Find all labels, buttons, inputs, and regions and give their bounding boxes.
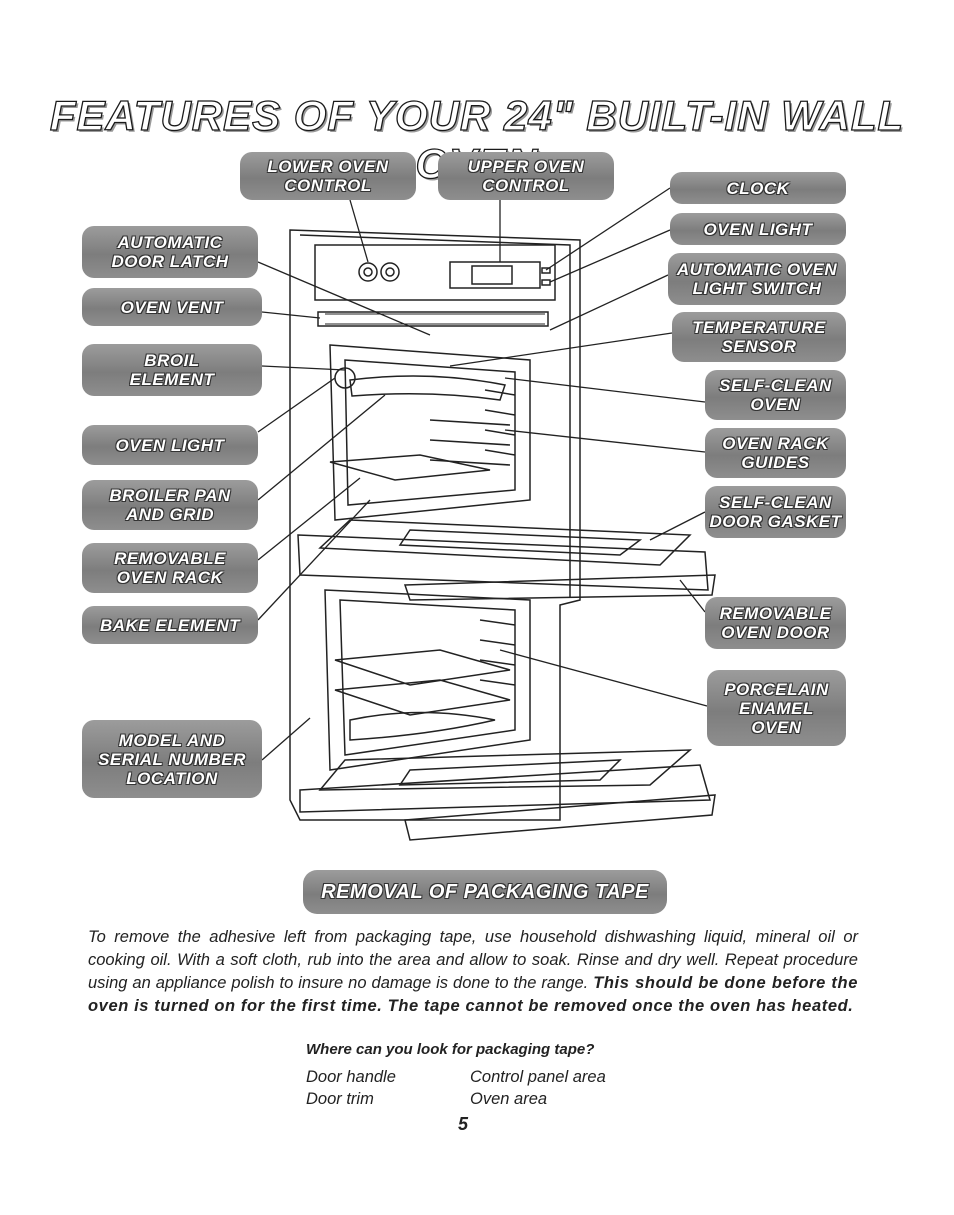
label-oven-rack-guides: OVEN RACK GUIDES xyxy=(705,428,846,478)
label-removable-oven-rack: REMOVABLE OVEN RACK xyxy=(82,543,258,593)
label-automatic-door-latch: AUTOMATIC DOOR LATCH xyxy=(82,226,258,278)
packaging-tape-paragraph: To remove the adhesive left from packagi… xyxy=(88,926,858,1018)
page-number: 5 xyxy=(458,1114,468,1135)
label-oven-vent: OVEN VENT xyxy=(82,288,262,326)
label-removable-oven-door: REMOVABLE OVEN DOOR xyxy=(705,597,846,649)
label-model-and-serial-number-location: MODEL AND SERIAL NUMBER LOCATION xyxy=(82,720,262,798)
packaging-tape-question: Where can you look for packaging tape? xyxy=(306,1041,594,1058)
label-broil-element: BROIL ELEMENT xyxy=(82,344,262,396)
label-automatic-oven-light-switch: AUTOMATIC OVEN LIGHT SWITCH xyxy=(668,253,846,305)
label-lower-oven-control: LOWER OVEN CONTROL xyxy=(240,152,416,200)
label-oven-light-left: OVEN LIGHT xyxy=(82,425,258,465)
location-oven-area: Oven area xyxy=(470,1090,547,1109)
location-door-trim: Door trim xyxy=(306,1090,374,1109)
label-bake-element: BAKE ELEMENT xyxy=(82,606,258,644)
location-control-panel-area: Control panel area xyxy=(470,1068,606,1087)
location-door-handle: Door handle xyxy=(306,1068,396,1087)
label-oven-light-right: OVEN LIGHT xyxy=(670,213,846,245)
label-broiler-pan-and-grid: BROILER PAN AND GRID xyxy=(82,480,258,530)
label-upper-oven-control: UPPER OVEN CONTROL xyxy=(438,152,614,200)
label-temperature-sensor: TEMPERATURE SENSOR xyxy=(672,312,846,362)
section-heading-packaging-tape: REMOVAL OF PACKAGING TAPE xyxy=(303,870,667,914)
label-porcelain-enamel-oven: PORCELAIN ENAMEL OVEN xyxy=(707,670,846,746)
label-self-clean-door-gasket: SELF-CLEAN DOOR GASKET xyxy=(705,486,846,538)
label-clock: CLOCK xyxy=(670,172,846,204)
label-self-clean-oven: SELF-CLEAN OVEN xyxy=(705,370,846,420)
